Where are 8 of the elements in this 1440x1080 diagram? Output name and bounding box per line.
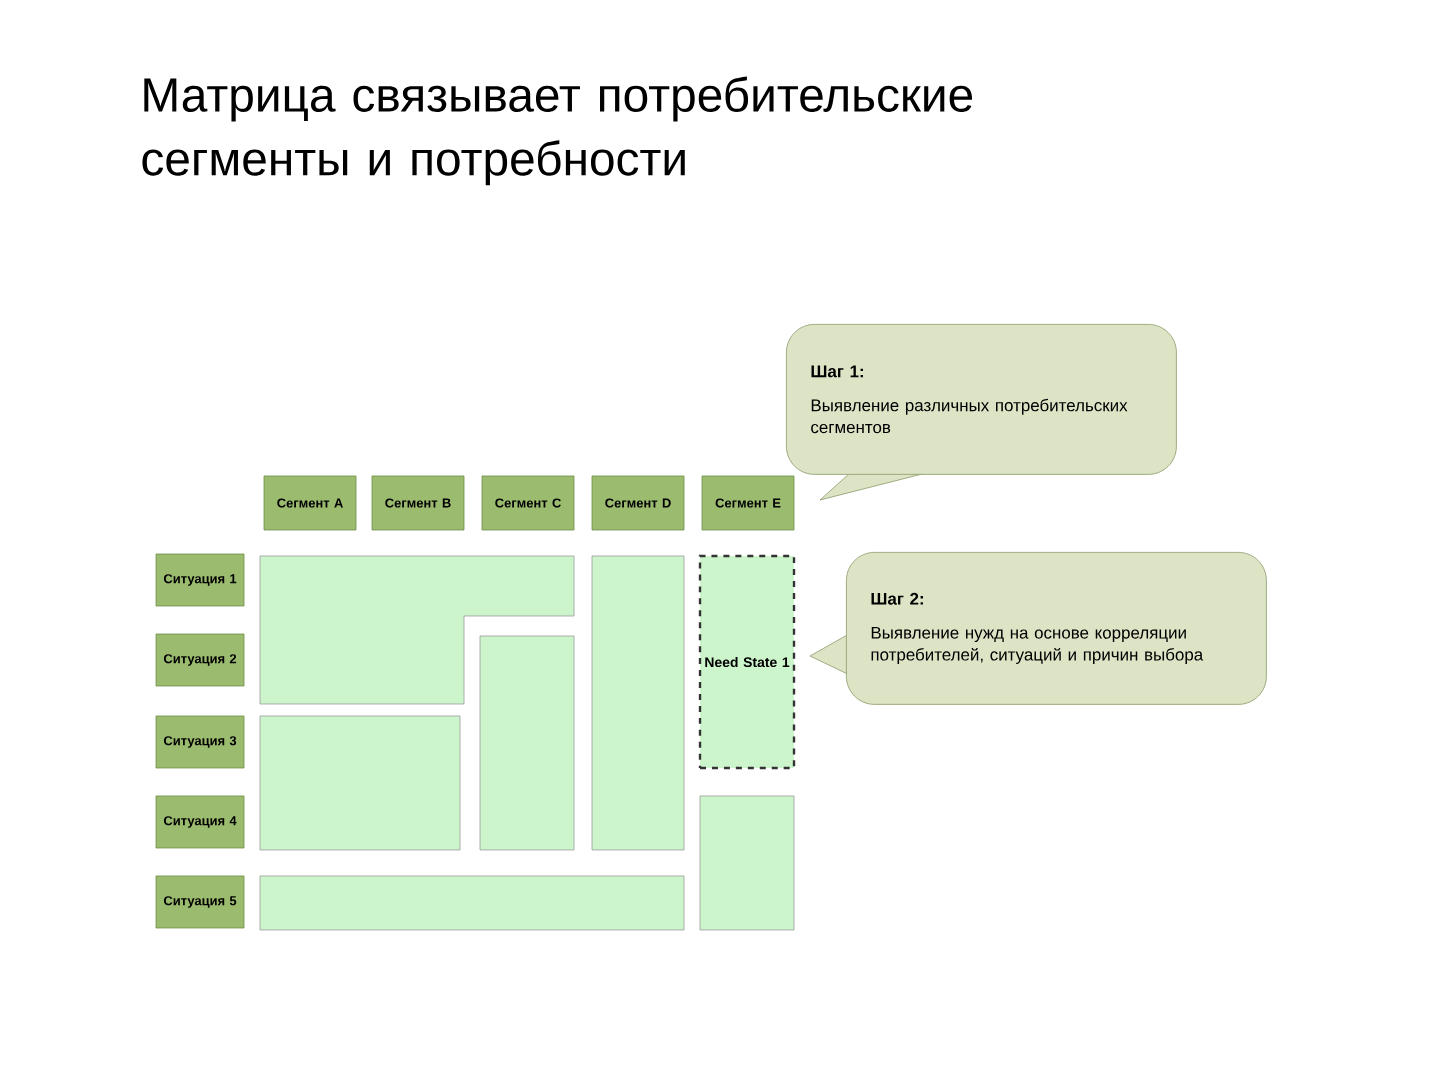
matrix-cell (591, 555, 685, 851)
title: Матрица связывает потребительские сегменты и потребности (142, 76, 973, 186)
matrix-cell (259, 715, 461, 851)
speech-bubble: Шаг 1: Выявление различных потребительских сегментов (786, 324, 1177, 501)
matrix-cell (259, 875, 685, 931)
matrix-cell (699, 795, 795, 931)
speech-bubble: Шаг 2: Выявление нужд на основе корреляции потребителей, ситуаций и причин выбора (809, 552, 1267, 705)
matrix-cell (479, 635, 575, 851)
